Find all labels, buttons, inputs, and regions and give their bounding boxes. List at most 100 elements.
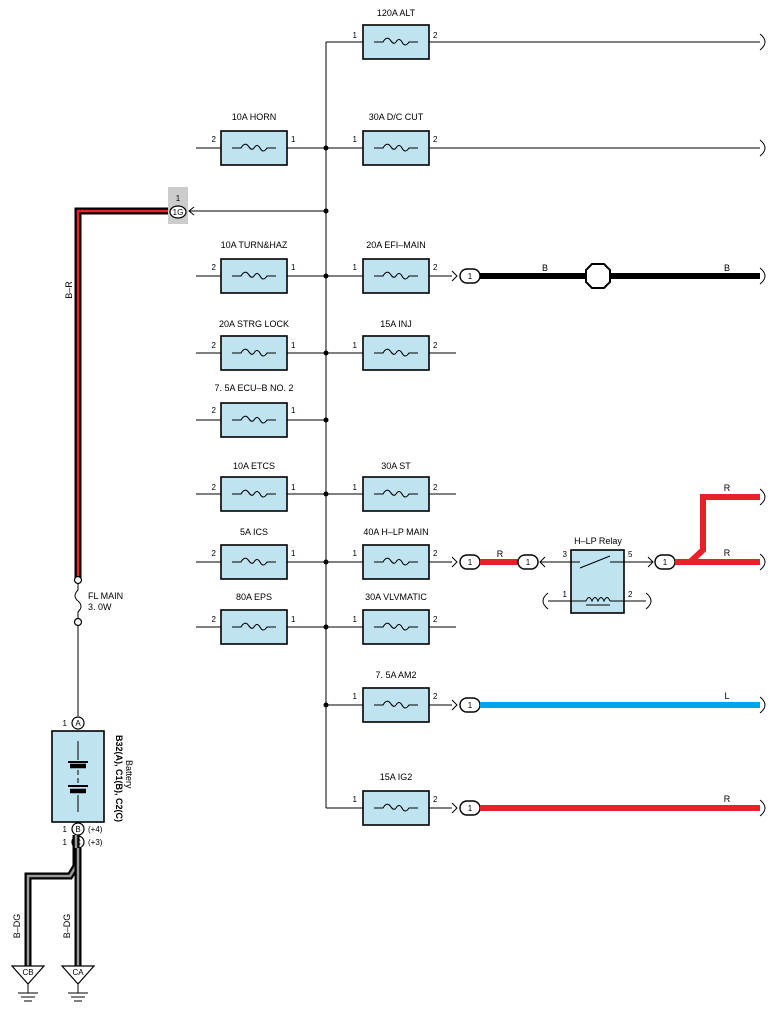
fuse-label: 10A ETCS [233,461,275,471]
fl-main-label: FL MAIN [88,591,123,601]
fuse-10a-turn-haz: 10A TURN&HAZ 2 1 [212,240,296,293]
fuse-label: 20A STRG LOCK [219,319,289,329]
wire-color-label: L [724,691,729,701]
fuse-15a-ig2: 15A IG2 1 2 [353,772,438,825]
battery-pin-b: B [75,825,80,834]
pin-label: 1 [353,795,358,804]
pin-label: 1 [563,590,568,599]
pin-label: 1 [468,804,473,813]
wire-color-label: R [724,794,731,804]
wire-break [759,139,766,157]
connector-arrow [451,556,458,568]
pin-label: 2 [433,549,438,558]
fuse-40a-hlp-main: 40A H–LP MAIN 1 2 [353,527,438,579]
pin-label: 1 [468,701,473,710]
pin-label: 1 [63,825,68,834]
pin-label: 2 [212,483,217,492]
connector-relay-in: 1 [517,554,539,570]
pin-label: 2 [212,135,217,144]
connector-ig2-out: 1 [459,800,481,816]
wire-color-label: B–DG [62,914,72,939]
wire-break [542,592,549,610]
fuse-label: 7. 5A AM2 [375,670,416,680]
fuse-15a-inj: 15A INJ 1 2 [353,319,438,370]
wire-b-dg-cb-inner [26,835,78,966]
wire-break [645,592,652,610]
fuse-label: 120A ALT [377,8,416,18]
fuse-20a-strg-lock: 20A STRG LOCK 2 1 [212,319,296,370]
pin-label: 2 [433,483,438,492]
battery-plus3: (+3) [88,838,103,847]
wire-color-label: B–R [64,281,74,299]
pin-label: 2 [433,795,438,804]
pin-label: 1 [353,135,358,144]
fuse-label: 30A VLVMATIC [365,592,427,602]
fuse-label: 10A HORN [232,112,277,122]
pin-label: 2 [212,406,217,415]
fuse-120a-alt: 120A ALT 1 2 [353,8,438,59]
pin-label: 1 [353,549,358,558]
pin-label: 1 [63,838,68,847]
pin-label: 2 [212,615,217,624]
pin-label: 1 [291,483,296,492]
splice-octagon [585,263,611,289]
fusible-link-fl-main: FL MAIN 3. 0W [73,575,123,627]
connector-arrow [451,699,458,711]
battery-plus4: (+4) [88,825,103,834]
ground-ca-label: CA [72,968,84,977]
pin-label: 2 [433,341,438,350]
pin-label: 1 [468,558,473,567]
fuse-5a-ics: 5A ICS 2 1 [212,527,296,579]
fuse-label: 40A H–LP MAIN [363,527,428,537]
wire-color-label: B [724,263,730,273]
junction [323,624,329,630]
junction [323,145,329,151]
connector-hlp-out: 1 [459,554,481,570]
fuse-label: 30A D/C CUT [369,112,424,122]
battery: 1 A B32(A), C1(B), C2(C) Battery 1 B (+4… [51,716,134,849]
pin-label: 2 [433,692,438,701]
pin-label: 2 [628,590,633,599]
pin-label: 1 [291,615,296,624]
connector-1g [169,205,187,219]
wire-break [759,553,766,571]
wire-color-label: R [497,549,504,559]
wire-red-relay-out [675,494,760,565]
wire-b-r-outer [74,207,168,578]
ground-cb-label: CB [22,968,33,977]
fl-main-rating: 3. 0W [88,602,112,612]
fuse-30a-st: 30A ST 1 2 [353,461,438,511]
battery-label: Battery [124,760,134,789]
junction [323,702,329,708]
fuse-label: 80A EPS [236,592,272,602]
pin-label: 1 [353,615,358,624]
wire-break [759,488,766,506]
fuse-7-5a-am2: 7. 5A AM2 1 2 [353,670,438,722]
fuse-7-5a-ecu-b-no2: 7. 5A ECU–B NO. 2 2 1 [212,383,296,437]
fuse-10a-horn: 10A HORN 2 1 [212,112,296,165]
pin-label: 3 [563,550,568,559]
junction [323,273,329,279]
pin-label: 1 [291,263,296,272]
pin-label: 1 [176,194,181,203]
ground-cb: CB [10,965,46,1002]
pin-label: 1 [526,558,531,567]
pin-label: 1 [291,549,296,558]
relay-hlp: H–LP Relay 3 5 1 2 [563,536,633,614]
fuse-label: 15A IG2 [380,772,413,782]
junction [323,559,329,565]
fuse-label: 20A EFI–MAIN [366,240,426,250]
wire-color-label: B [542,263,548,273]
connector-arrow [647,556,654,568]
connector-arrow [451,802,458,814]
fuse-20a-efi-main: 20A EFI–MAIN 1 2 [353,240,438,293]
junction [323,208,329,214]
pin-label: 2 [433,31,438,40]
wire-color-label: B–DG [12,914,22,939]
fuse-label: 5A ICS [240,527,268,537]
fuse-label: 15A INJ [380,319,412,329]
wire-break [759,799,766,817]
pin-label: 1 [353,31,358,40]
fuse-80a-eps: 80A EPS 2 1 [212,592,296,644]
